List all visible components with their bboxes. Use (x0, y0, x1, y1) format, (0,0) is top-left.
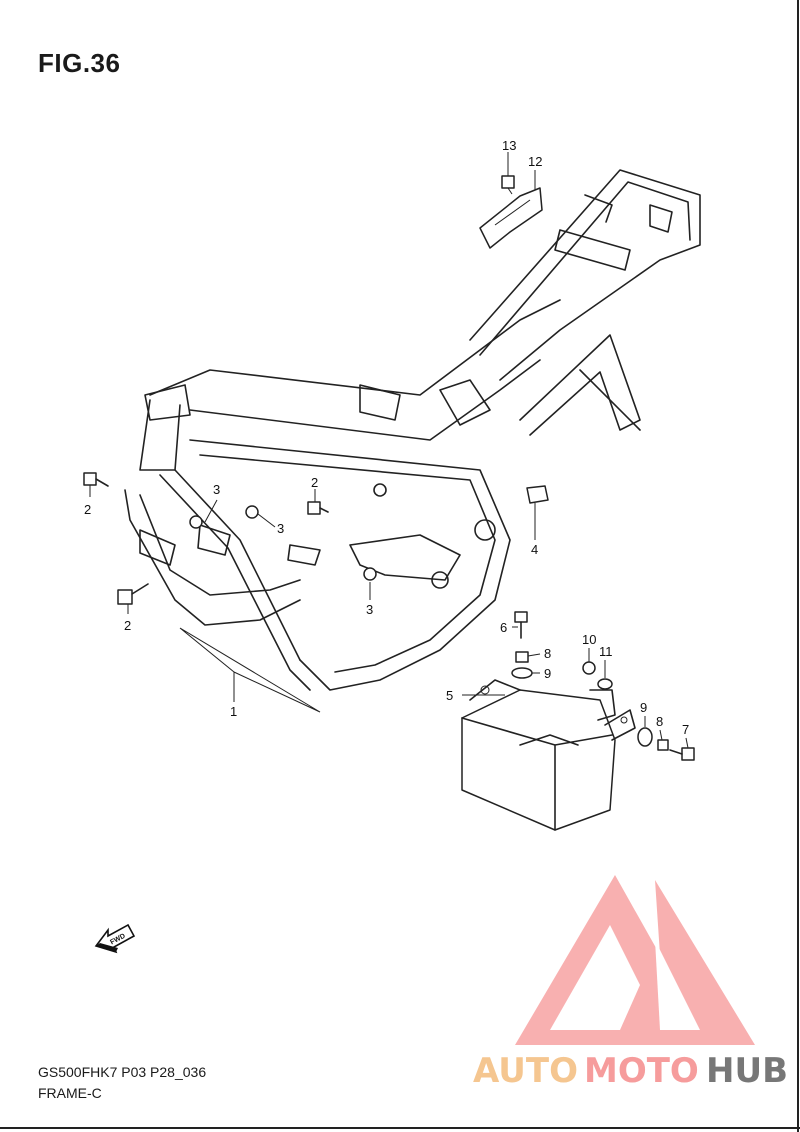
watermark-text-hub: HUB (706, 1051, 788, 1091)
watermark-text-auto: AUTO (473, 1051, 578, 1091)
bolt-part-2-middle (307, 501, 329, 515)
callout-3: 3 (366, 602, 373, 617)
callout-2: 2 (124, 618, 131, 633)
forward-arrow-icon: FWD (94, 923, 136, 954)
callout-3: 3 (213, 482, 220, 497)
nut-part-10 (582, 661, 596, 675)
callout-3: 3 (277, 521, 284, 536)
callout-8: 8 (544, 646, 551, 661)
main-frame (124, 169, 701, 691)
model-code: GS500FHK7 P03 P28_036 (38, 1064, 207, 1080)
collar-part-8-upper (515, 651, 529, 663)
nut-part-3-center (245, 505, 259, 519)
nut-part-3-left (189, 515, 203, 529)
bottom-border (0, 1127, 800, 1129)
section-name: FRAME-C (38, 1085, 102, 1101)
callout-5: 5 (446, 688, 453, 703)
callout-1: 1 (230, 704, 237, 719)
bolt-part-13 (501, 175, 515, 195)
nut-part-3-lower (363, 567, 377, 581)
cushion-part-9-lower (637, 727, 653, 747)
leader-lines (89, 152, 689, 749)
callout-9: 9 (544, 666, 551, 681)
battery-holder-part-5 (461, 679, 636, 831)
bolt-part-7 (669, 747, 695, 761)
watermark-logo (515, 875, 755, 1045)
cushion-part-9-upper (511, 667, 533, 679)
bolt-part-2-lower (117, 583, 149, 605)
callout-4: 4 (531, 542, 538, 557)
washer-part-11 (597, 678, 613, 690)
callout-9: 9 (640, 700, 647, 715)
bolt-part-2-upper (83, 472, 109, 487)
watermark-text: AUTO MOTO HUB (473, 1051, 788, 1091)
figure-title: FIG.36 (38, 48, 121, 78)
callout-numbers: 13 12 2 2 2 3 3 3 4 1 5 6 8 9 10 11 9 8 … (84, 138, 689, 737)
watermark-text-moto: MOTO (584, 1051, 699, 1091)
callout-2: 2 (84, 502, 91, 517)
grommet-part-4 (526, 485, 549, 504)
collar-part-8-lower (657, 739, 669, 751)
callout-7: 7 (682, 722, 689, 737)
callout-11: 11 (599, 644, 613, 659)
right-border (797, 0, 799, 1132)
callout-8: 8 (656, 714, 663, 729)
bolt-part-6 (514, 611, 528, 639)
bracket-part-12 (479, 187, 543, 249)
callout-12: 12 (528, 154, 542, 169)
callout-10: 10 (582, 632, 596, 647)
callout-2: 2 (311, 475, 318, 490)
callout-6: 6 (500, 620, 507, 635)
callout-13: 13 (502, 138, 516, 153)
